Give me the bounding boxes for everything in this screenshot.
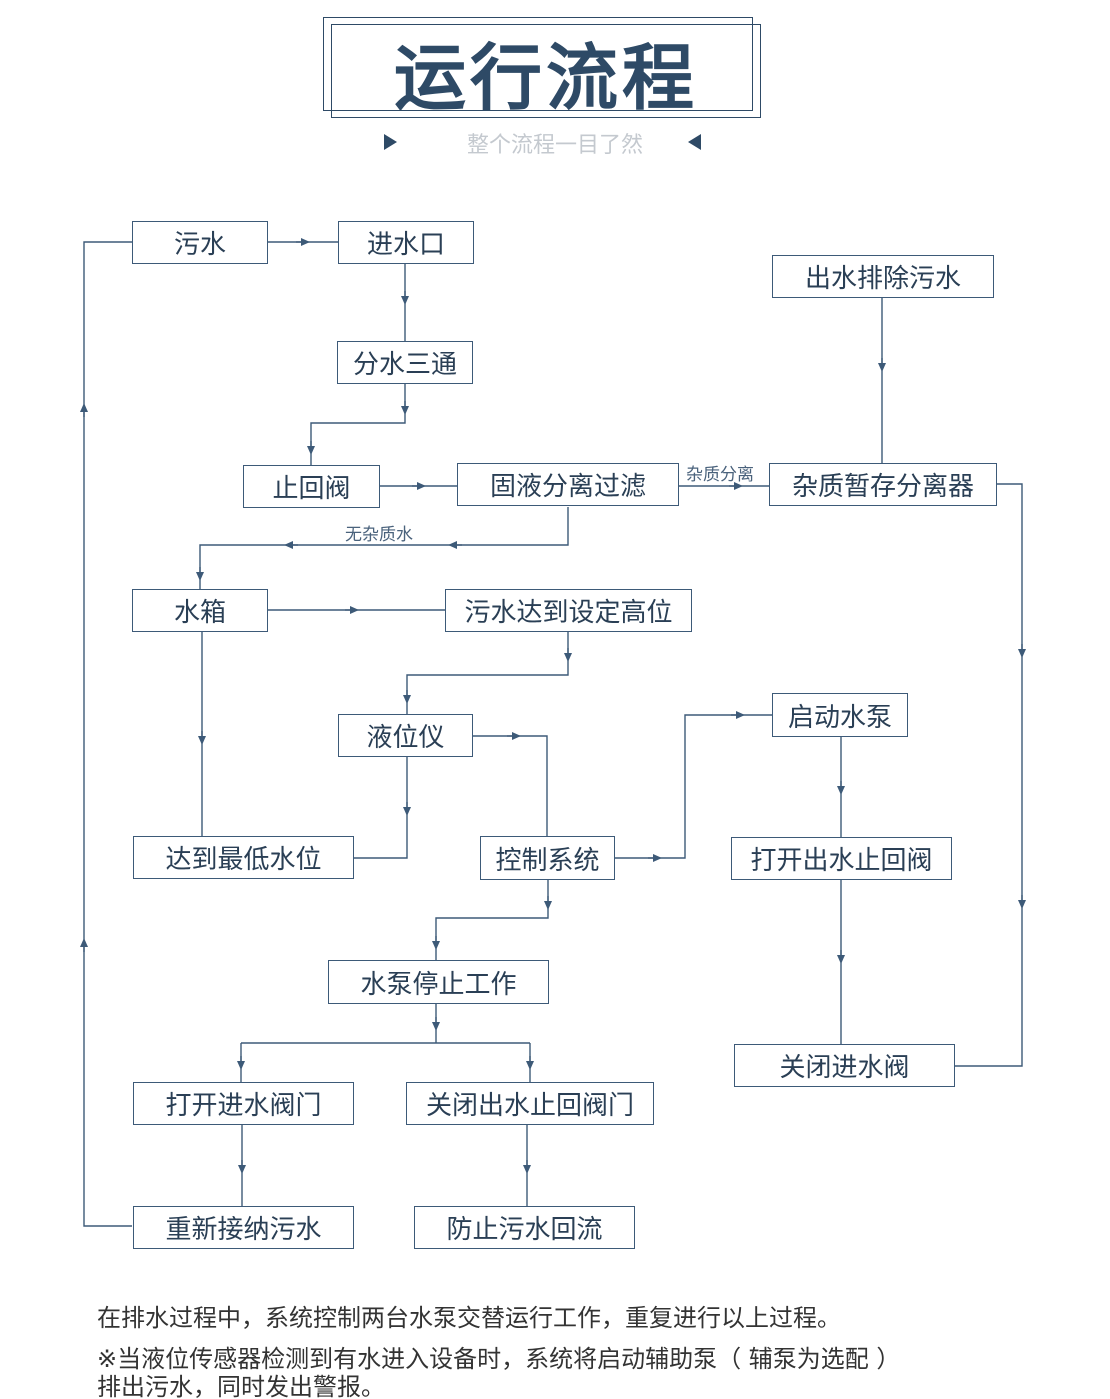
node-gaowei: 污水达到设定高位 bbox=[445, 589, 692, 632]
node-zazhi-zancun: 杂质暂存分离器 bbox=[769, 463, 997, 506]
node-qidong-shuibeng: 启动水泵 bbox=[772, 693, 908, 737]
node-guanbi-jinshuifa: 关闭进水阀 bbox=[734, 1044, 955, 1087]
triangle-left-icon bbox=[688, 134, 701, 150]
node-fenshui-santong: 分水三通 bbox=[337, 341, 473, 384]
node-guye-fenli: 固液分离过滤 bbox=[457, 463, 679, 506]
node-zhihuifa: 止回阀 bbox=[243, 465, 380, 508]
node-wushui: 污水 bbox=[132, 221, 268, 264]
node-chushui-paichu: 出水排除污水 bbox=[772, 255, 994, 298]
footer-line-1: 在排水过程中，系统控制两台水泵交替运行工作，重复进行以上过程。 bbox=[97, 1304, 841, 1332]
node-guanbi-chushui-famen: 关闭出水止回阀门 bbox=[406, 1082, 654, 1125]
node-jinshuikou: 进水口 bbox=[338, 221, 474, 264]
page-subtitle: 整个流程一目了然 bbox=[466, 133, 643, 158]
node-tingzhi: 水泵停止工作 bbox=[328, 960, 549, 1004]
node-fangzhi-huiliu: 防止污水回流 bbox=[414, 1206, 635, 1249]
node-yeweiyi: 液位仪 bbox=[338, 714, 473, 757]
edge-label-zazhi-fenli: 杂质分离 bbox=[686, 465, 754, 485]
edge-label-wu-zazhi-shui: 无杂质水 bbox=[345, 525, 413, 545]
page-title: 运行流程 bbox=[393, 35, 698, 120]
footer-line-3: 排出污水，同时发出警报。 bbox=[97, 1373, 385, 1399]
triangle-right-icon bbox=[384, 134, 397, 150]
node-shuixiang: 水箱 bbox=[132, 589, 268, 632]
title-frame-front bbox=[331, 24, 761, 118]
title-frame-back bbox=[323, 17, 753, 111]
node-kongzhi-xitong: 控制系统 bbox=[480, 836, 615, 880]
node-dakai-chushui: 打开出水止回阀 bbox=[731, 837, 952, 880]
node-chongxin-jiena: 重新接纳污水 bbox=[133, 1206, 354, 1249]
footer-line-2: ※当液位传感器检测到有水进入设备时，系统将启动辅助泵（ 辅泵为选配 ） bbox=[97, 1345, 901, 1373]
node-zuidi-shuiwei: 达到最低水位 bbox=[133, 836, 354, 879]
node-dakai-jinshui-famen: 打开进水阀门 bbox=[133, 1082, 354, 1125]
